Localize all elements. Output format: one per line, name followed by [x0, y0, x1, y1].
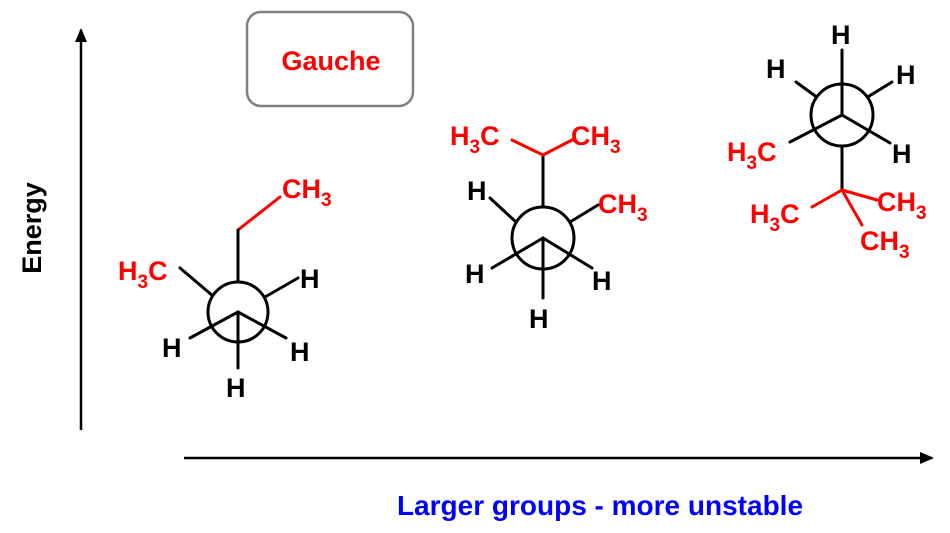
- bond-line: [541, 236, 594, 270]
- atom-label: 3: [138, 272, 149, 293]
- atom-label: 3: [470, 137, 481, 158]
- atom-label: C: [148, 256, 168, 286]
- bond-line: [236, 195, 282, 232]
- atom-label: H: [592, 266, 612, 296]
- atom-label: H: [618, 189, 638, 219]
- atom-label: H: [892, 139, 912, 169]
- newman-butane: CH3 H3C H H H H: [118, 174, 332, 403]
- atom-label: C: [877, 187, 897, 217]
- gauche-label: Gauche: [281, 46, 380, 76]
- atom-label: H: [226, 373, 246, 403]
- atom-label: C: [480, 121, 500, 151]
- bond-line: [236, 310, 288, 340]
- atom-label: H3C: [118, 256, 168, 293]
- atom-label: CH3: [860, 226, 910, 263]
- atom-label: H: [529, 304, 549, 334]
- atom-label: CH3: [877, 187, 927, 224]
- atom-label: H: [831, 20, 851, 50]
- bond-line: [788, 113, 844, 144]
- bond-line: [541, 138, 574, 157]
- atom-label: C: [282, 174, 302, 204]
- bond-line: [490, 236, 545, 270]
- atom-label: H: [290, 337, 310, 367]
- bond-line: [488, 196, 518, 224]
- newman-isopropyl: H3C CH3 CH3 H H H H: [450, 121, 648, 334]
- atom-label: C: [571, 121, 591, 151]
- bond-line: [794, 80, 820, 100]
- size-axis-label: Larger groups - more unstable: [397, 490, 803, 521]
- bond-line: [840, 188, 879, 202]
- atom-label: H3C: [750, 199, 800, 236]
- atom-label: 3: [770, 215, 781, 236]
- bond-line: [840, 188, 864, 227]
- atom-label: H: [467, 176, 487, 206]
- bond-line: [864, 80, 894, 100]
- atom-label: H: [766, 54, 786, 84]
- bond-line: [840, 113, 892, 145]
- bond-line: [178, 266, 215, 298]
- atom-label: 3: [321, 190, 332, 211]
- atom-label: H: [465, 259, 485, 289]
- atom-label: H: [162, 333, 182, 363]
- atom-label: CH3: [598, 189, 648, 226]
- atom-label: 3: [916, 203, 927, 224]
- atom-label: H: [896, 60, 916, 90]
- atom-label: C: [860, 226, 880, 256]
- atom-label: H3C: [727, 137, 777, 174]
- atom-label: H: [727, 137, 747, 167]
- newman-tert-butyl: H H H H H3C H3C CH3 CH3: [727, 20, 927, 263]
- atom-label: C: [598, 189, 618, 219]
- atom-label: 3: [637, 205, 648, 226]
- atom-label: H3C: [450, 121, 500, 158]
- atom-label: H: [880, 226, 900, 256]
- atom-label: CH3: [571, 121, 621, 158]
- atom-label: 3: [747, 153, 758, 174]
- bond-line: [810, 188, 844, 209]
- bond-line: [263, 276, 300, 299]
- atom-label: H: [897, 187, 917, 217]
- atom-label: C: [780, 199, 800, 229]
- atom-label: C: [757, 137, 777, 167]
- bond-line: [510, 138, 545, 157]
- energy-axis-label: Energy: [17, 182, 47, 274]
- atom-label: 3: [610, 137, 621, 158]
- gauche-box: [245, 10, 415, 108]
- atom-label: H: [300, 264, 320, 294]
- atom-label: H: [118, 256, 138, 286]
- bond-line: [188, 310, 240, 340]
- bond-line: [568, 203, 600, 224]
- atom-label: H: [750, 199, 770, 229]
- atom-label: H: [591, 121, 611, 151]
- atom-label: H: [302, 174, 322, 204]
- atom-label: H: [450, 121, 470, 151]
- atom-label: 3: [899, 242, 910, 263]
- atom-label: CH3: [282, 174, 332, 211]
